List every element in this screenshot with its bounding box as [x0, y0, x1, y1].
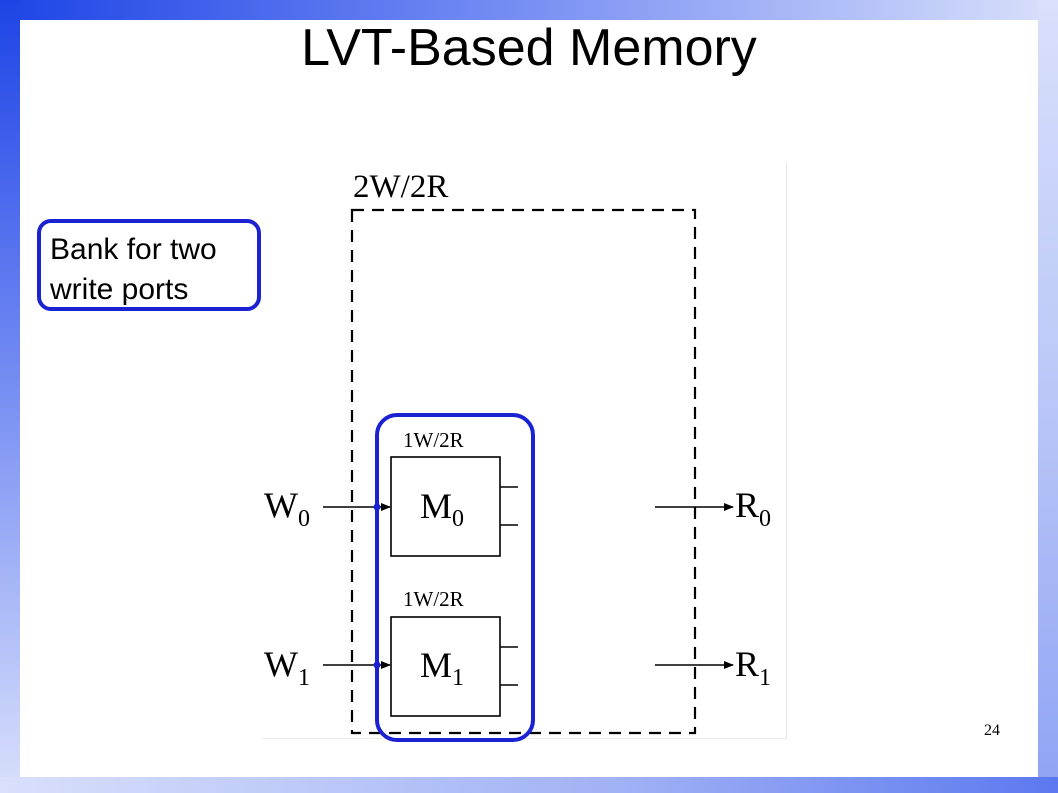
bank-1-index: 1	[452, 665, 464, 691]
slide-frame-left	[0, 0, 20, 793]
outer-dashed-boundary	[350, 208, 697, 735]
read-port-0-name: R	[735, 485, 759, 525]
write-port-1: W1	[264, 644, 310, 691]
bank-0-label: M0	[420, 486, 464, 532]
slide-frame-top	[0, 0, 1058, 20]
read-port-0-index: 0	[759, 506, 771, 532]
bank-1-name: M	[420, 645, 452, 685]
write-port-1-index: 1	[298, 665, 310, 691]
write-port-0-name: W	[264, 485, 298, 525]
write-port-1-name: W	[264, 644, 298, 684]
callout-line-2: write ports	[50, 273, 189, 306]
outer-label: 2W/2R	[353, 169, 448, 205]
read-port-1-index: 1	[759, 665, 771, 691]
write-port-0-index: 0	[298, 506, 310, 532]
write-port-0: W0	[264, 485, 310, 532]
slide-title: LVT-Based Memory	[301, 19, 757, 77]
bank-1-label: M1	[420, 645, 464, 691]
bank-0-name: M	[420, 486, 452, 526]
bank-1-config: 1W/2R	[403, 587, 464, 611]
slide-frame-right	[1038, 0, 1058, 793]
read-port-0: R0	[735, 485, 771, 532]
page-number: 24	[984, 722, 1000, 739]
bank-0-index: 0	[452, 506, 464, 532]
figure-background	[262, 163, 787, 739]
bank-1-box	[390, 616, 501, 717]
read-port-1: R1	[735, 644, 771, 691]
callout-line-1: Bank for two	[50, 233, 217, 266]
slide-frame-bottom	[0, 777, 1058, 793]
bank-highlight-outline	[375, 413, 535, 742]
bank-0-config: 1W/2R	[403, 428, 464, 452]
bank-0-box	[390, 456, 501, 557]
read-port-1-name: R	[735, 644, 759, 684]
callout-box: Bank for two write ports	[37, 219, 261, 311]
